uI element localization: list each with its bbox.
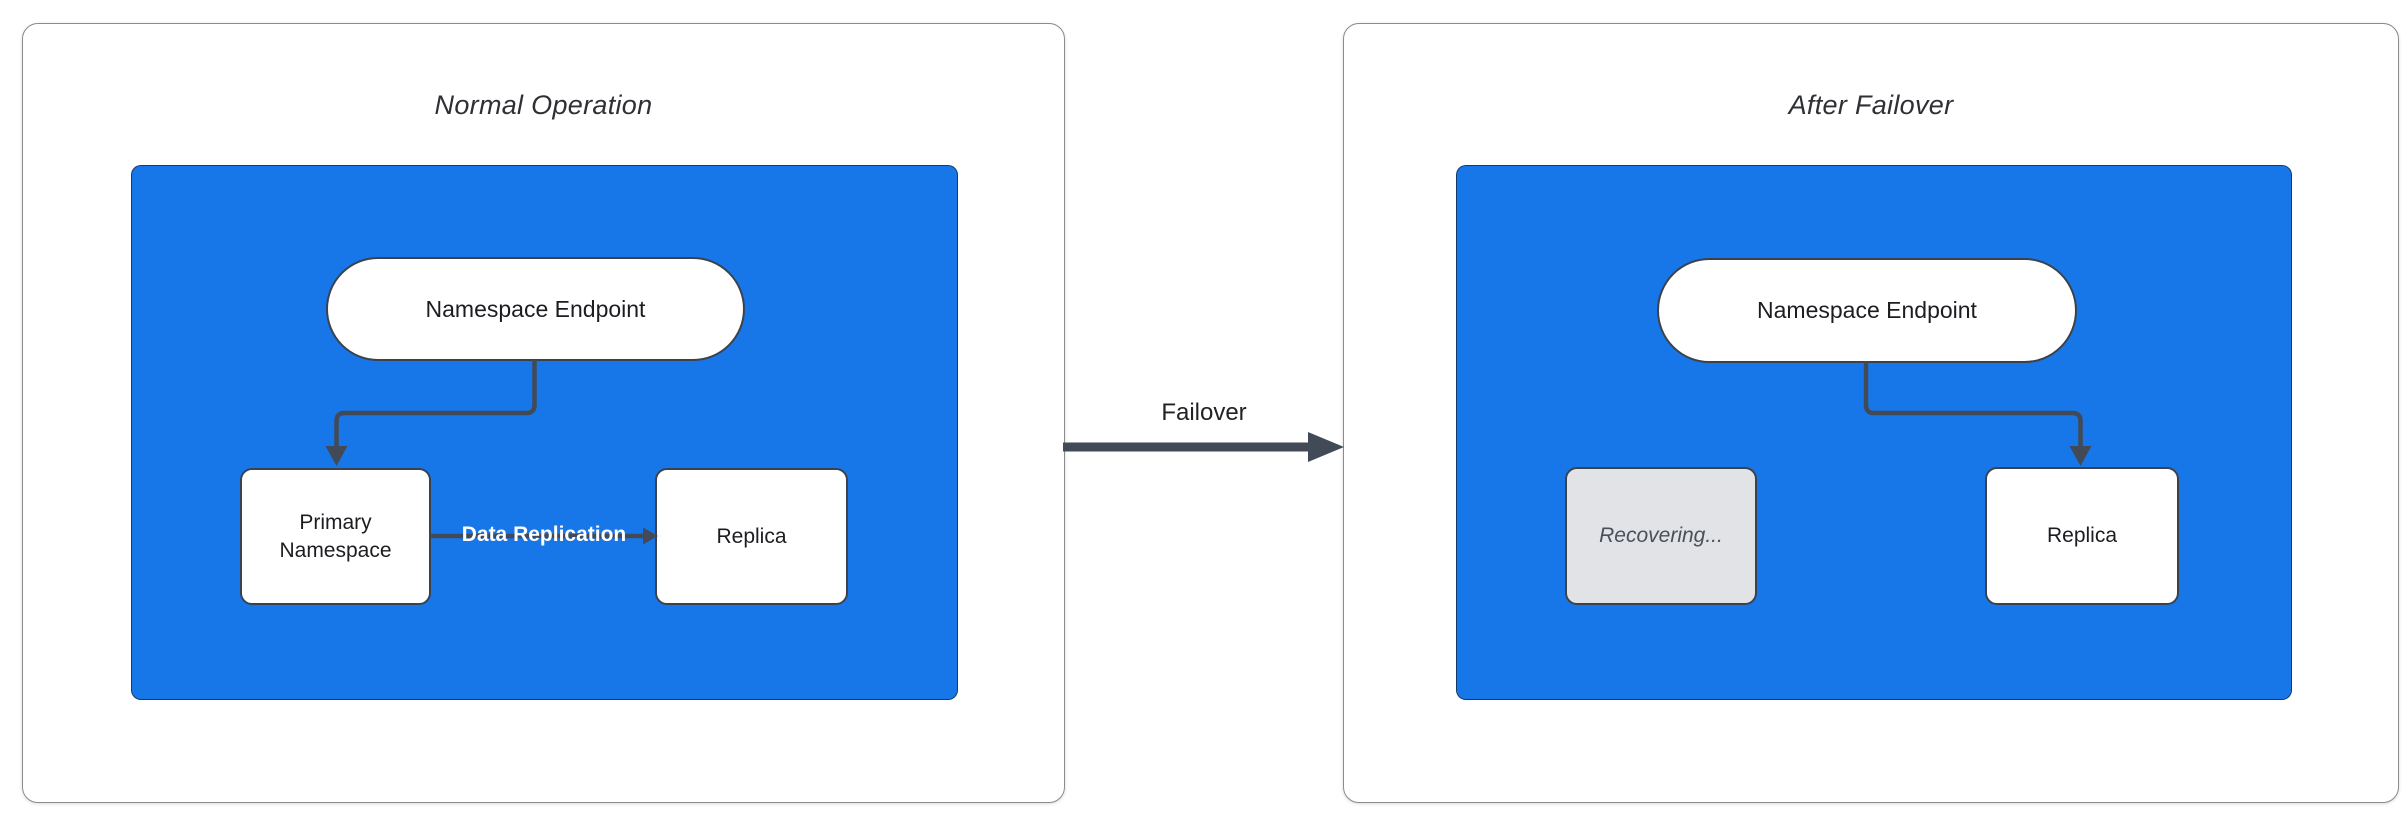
panel-normal-operation: Normal Operation Namespace Endpoint Prim… [22,23,1065,803]
failover-label: Failover [1161,399,1247,426]
node-label: Primary Namespace [279,511,392,562]
cluster-normal-operation [131,165,958,700]
node-replica-failover: Replica [1985,467,2179,605]
node-namespace-endpoint-failover: Namespace Endpoint [1657,258,2077,363]
data-replication-label: Data Replication [461,523,627,546]
node-replica-normal: Replica [655,468,848,605]
node-primary-namespace: Primary Namespace [240,468,431,605]
node-namespace-endpoint-normal: Namespace Endpoint [326,257,745,361]
node-label: Namespace Endpoint [1757,297,1977,323]
panel-title-after-failover: After Failover [1788,90,1954,120]
node-label: Replica [2046,524,2118,548]
node-label: Replica [716,524,787,548]
panel-after-failover: After Failover Namespace Endpoint Recove… [1343,23,2399,803]
panel-title-normal-operation: Normal Operation [434,90,653,120]
node-label: Namespace Endpoint [425,295,646,322]
node-label: Recovering... [1599,524,1723,548]
failover-arrowhead [1308,432,1344,462]
node-recovering: Recovering... [1565,467,1757,605]
cluster-after-failover [1456,165,2292,700]
